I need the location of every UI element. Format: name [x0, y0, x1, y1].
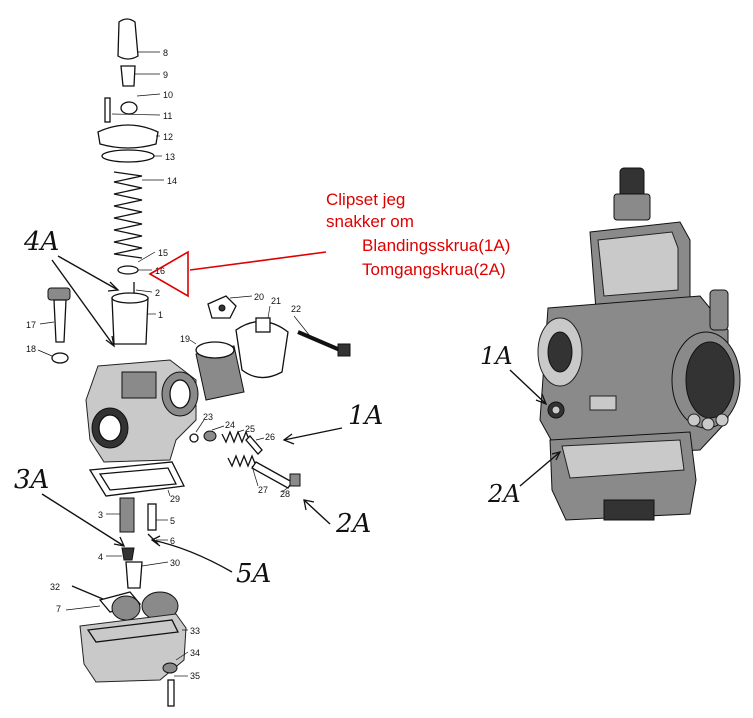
- annotation-line-2: snakker om: [326, 212, 414, 231]
- photo-callouts: 1A 2A: [480, 342, 562, 508]
- part-number: 2: [155, 288, 160, 298]
- callouts: 4A 1A 2A 3A 5A: [14, 227, 383, 589]
- part-number: 10: [163, 90, 173, 100]
- photo-callout-1a: 1A: [480, 342, 513, 370]
- annotation-line-1: Clipset jeg: [326, 190, 406, 209]
- callout-1a: 1A: [348, 401, 383, 431]
- carburetor-exploded-diagram: [47, 18, 351, 707]
- part-number: 27: [258, 485, 268, 495]
- part-number: 25: [245, 424, 255, 434]
- annotation-line-3: Blandingsskrua(1A): [362, 236, 511, 255]
- part-number: 5: [170, 516, 175, 526]
- part-number: 20: [254, 292, 264, 302]
- part-number: 33: [190, 626, 200, 636]
- part-number: 6: [170, 536, 175, 546]
- carburetor-photo: [537, 167, 741, 521]
- part-number: 15: [158, 248, 168, 258]
- part-number: 8: [163, 48, 168, 58]
- photo-callout-2a: 2A: [487, 480, 521, 508]
- part-number: 18: [26, 344, 36, 354]
- part-number: 22: [291, 304, 301, 314]
- callout-2a: 2A: [335, 509, 371, 539]
- part-number: 24: [225, 420, 235, 430]
- part-number: 26: [265, 432, 275, 442]
- part-number: 14: [167, 176, 177, 186]
- part-number: 16: [155, 266, 165, 276]
- annotation-line-4: Tomgangskrua(2A): [362, 260, 506, 279]
- part-number: 17: [26, 320, 36, 330]
- part-number: 1: [158, 310, 163, 320]
- part-number: 28: [280, 489, 290, 499]
- red-arrow: [148, 250, 327, 298]
- callout-3a: 3A: [14, 465, 49, 495]
- part-number: 13: [165, 152, 175, 162]
- part-number: 19: [180, 334, 190, 344]
- part-number: 4: [98, 552, 103, 562]
- part-number: 29: [170, 494, 180, 504]
- part-number: 32: [50, 582, 60, 592]
- part-number: 12: [163, 132, 173, 142]
- part-number: 23: [203, 412, 213, 422]
- part-number: 21: [271, 296, 281, 306]
- leader-lines: [37, 51, 311, 677]
- part-numbers: 8 9 10 11 12 13 14 15 16 2 1 17 18 19 20…: [26, 48, 301, 681]
- callout-4a: 4A: [23, 227, 59, 257]
- part-number: 7: [56, 604, 61, 614]
- part-number: 3: [98, 510, 103, 520]
- part-number: 34: [190, 648, 200, 658]
- part-number: 30: [170, 558, 180, 568]
- part-number: 11: [163, 111, 172, 121]
- part-number: 9: [163, 70, 168, 80]
- callout-5a: 5A: [236, 559, 271, 589]
- part-number: 35: [190, 671, 200, 681]
